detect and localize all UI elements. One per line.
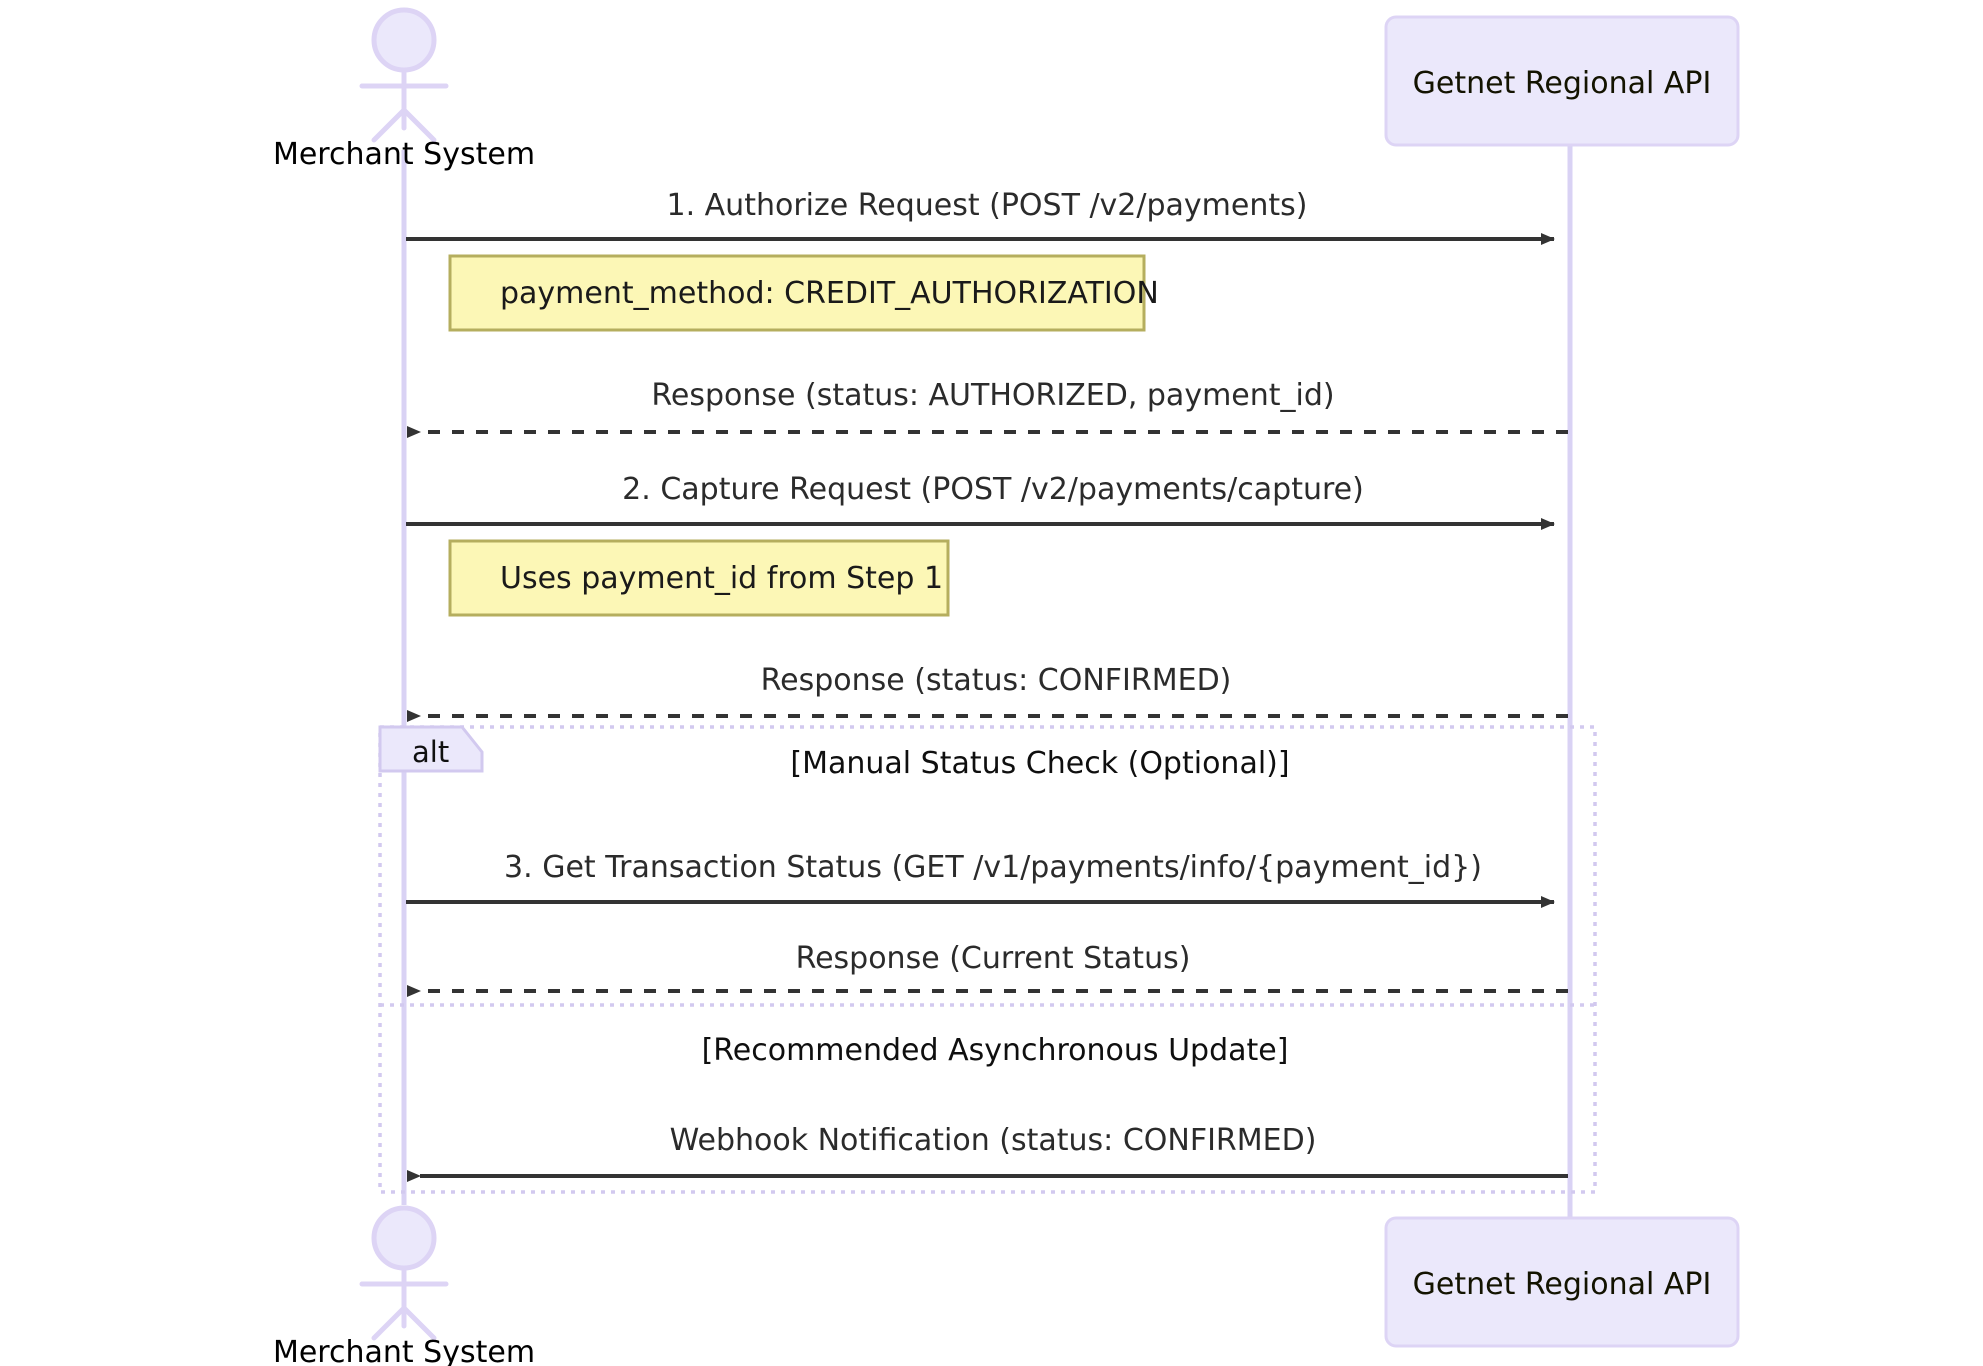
actor-leg-left-icon [371, 107, 407, 143]
message-5[interactable]: 3. Get Transaction Status (GET /v1/payme… [406, 850, 1555, 908]
message-label-7: Webhook Notification (status: CONFIRMED) [670, 1123, 1317, 1158]
alt-tag-label: alt [412, 735, 449, 769]
participant-label-merchant-top: Merchant System [273, 137, 535, 172]
participant-merchant-top[interactable]: Merchant System [273, 7, 535, 172]
alt-tag-box [378, 725, 484, 773]
note-text-2: Uses payment_id from Step 1 [500, 561, 943, 596]
note-box-2 [448, 539, 950, 617]
message-label-2: Response (status: AUTHORIZED, payment_id… [651, 378, 1334, 413]
alt-condition-label-1: [Manual Status Check (Optional)] [790, 746, 1289, 781]
message-label-1: 1. Authorize Request (POST /v2/payments) [667, 188, 1308, 223]
actor-head-icon-bottom [371, 1205, 437, 1271]
actor-head-icon [371, 7, 437, 73]
alt-fragment[interactable]: alt [Manual Status Check (Optional)] [Re… [378, 725, 1597, 1194]
participant-label-getnet-bottom: Getnet Regional API [1413, 1267, 1712, 1302]
message-6[interactable]: Response (Current Status) [407, 941, 1568, 997]
message-label-4: Response (status: CONFIRMED) [761, 663, 1232, 698]
note-box-1 [448, 254, 1146, 332]
participant-box-getnet-bottom [1384, 1216, 1740, 1348]
lifelines [401, 146, 1573, 1222]
participant-merchant-bottom[interactable]: Merchant System [273, 1205, 535, 1366]
message-7[interactable]: Webhook Notification (status: CONFIRMED) [407, 1123, 1568, 1182]
actor-leg-left-icon-bottom [371, 1305, 407, 1341]
alt-condition-label-2: [Recommended Asynchronous Update] [702, 1033, 1289, 1068]
message-3[interactable]: 2. Capture Request (POST /v2/payments/ca… [406, 472, 1555, 530]
message-label-6: Response (Current Status) [796, 941, 1191, 976]
participant-label-getnet-top: Getnet Regional API [1413, 66, 1712, 101]
note-1[interactable]: payment_method: CREDIT_AUTHORIZATION [448, 254, 1159, 332]
message-1[interactable]: 1. Authorize Request (POST /v2/payments) [406, 188, 1555, 245]
message-4[interactable]: Response (status: CONFIRMED) [407, 663, 1568, 722]
actor-leg-right-icon-bottom [401, 1305, 437, 1341]
participant-label-merchant-bottom: Merchant System [273, 1335, 535, 1366]
message-label-3: 2. Capture Request (POST /v2/payments/ca… [622, 472, 1364, 507]
message-label-5: 3. Get Transaction Status (GET /v1/payme… [504, 850, 1482, 885]
message-2[interactable]: Response (status: AUTHORIZED, payment_id… [407, 378, 1568, 438]
participant-box-getnet-top [1384, 15, 1740, 147]
note-2[interactable]: Uses payment_id from Step 1 [448, 539, 950, 617]
participant-getnet-top[interactable]: Getnet Regional API [1384, 15, 1740, 147]
actor-leg-right-icon [401, 107, 437, 143]
participant-getnet-bottom[interactable]: Getnet Regional API [1384, 1216, 1740, 1348]
note-text-1: payment_method: CREDIT_AUTHORIZATION [500, 276, 1159, 311]
